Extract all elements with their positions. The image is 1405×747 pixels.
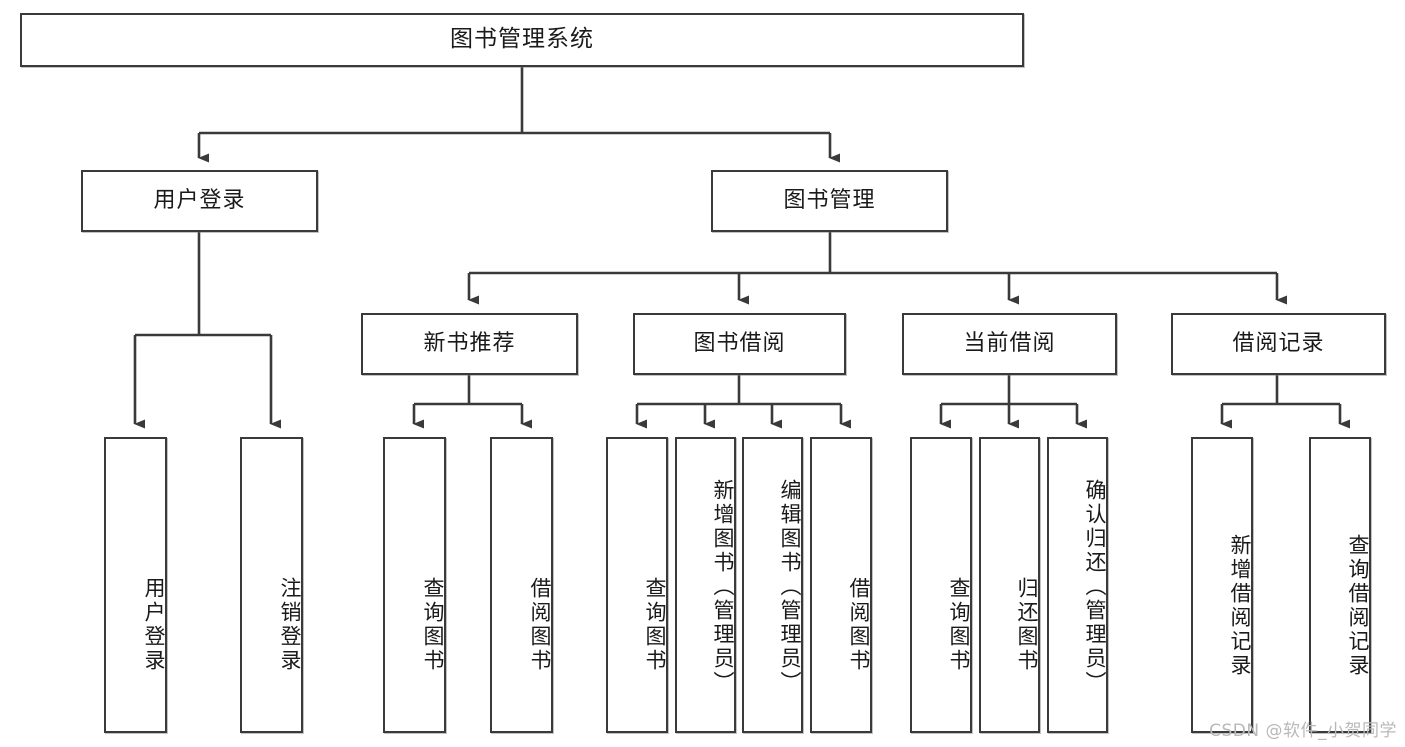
- node-borrow-record[interactable]: 借阅记录: [1171, 313, 1386, 375]
- node-leaf-add-book[interactable]: 新增图书（管理员）: [675, 437, 736, 733]
- node-book-management[interactable]: 图书管理: [711, 170, 948, 232]
- node-leaf-query-record[interactable]: 查询借阅记录: [1309, 437, 1371, 733]
- node-book-borrow[interactable]: 图书借阅: [633, 313, 846, 375]
- node-leaf-logout[interactable]: 注销登录: [240, 437, 303, 733]
- node-leaf-edit-book[interactable]: 编辑图书（管理员）: [742, 437, 803, 733]
- node-leaf-borrow-book-2[interactable]: 借阅图书: [810, 437, 872, 733]
- node-leaf-query-book-2[interactable]: 查询图书: [606, 437, 668, 733]
- node-user-login[interactable]: 用户登录: [81, 170, 318, 232]
- node-new-book-recommend[interactable]: 新书推荐: [361, 313, 578, 375]
- node-current-borrow[interactable]: 当前借阅: [902, 313, 1117, 375]
- node-leaf-user-login[interactable]: 用户登录: [104, 437, 167, 733]
- node-root[interactable]: 图书管理系统: [20, 13, 1024, 67]
- node-leaf-borrow-book-1[interactable]: 借阅图书: [490, 437, 553, 733]
- node-leaf-add-record[interactable]: 新增借阅记录: [1191, 437, 1253, 733]
- node-leaf-confirm-return[interactable]: 确认归还（管理员）: [1047, 437, 1108, 733]
- node-leaf-return-book[interactable]: 归还图书: [979, 437, 1040, 733]
- csdn-watermark: CSDN @软件_小贺同学: [1209, 721, 1397, 741]
- node-leaf-query-book-3[interactable]: 查询图书: [910, 437, 972, 733]
- node-leaf-query-book-1[interactable]: 查询图书: [383, 437, 446, 733]
